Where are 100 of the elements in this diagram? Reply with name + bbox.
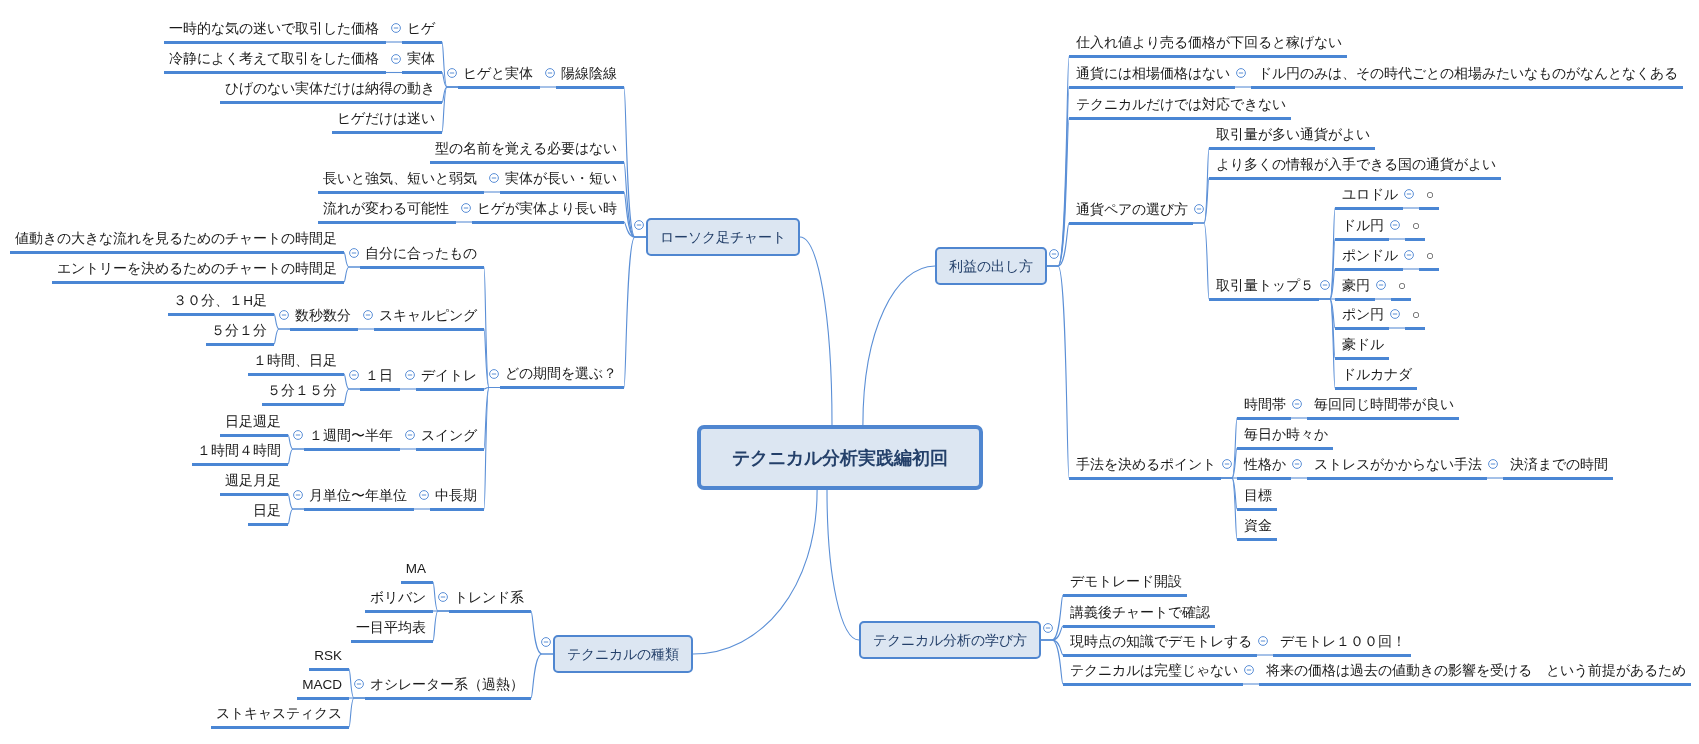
subtopic-label: ストキャスティクス xyxy=(211,703,349,729)
branch-line xyxy=(385,41,403,43)
topic-box: テクニカル分析の学び方 xyxy=(859,621,1041,659)
branch-line xyxy=(1388,327,1406,329)
branch-line xyxy=(1256,654,1274,656)
branch-line xyxy=(273,328,291,345)
topic-box: テクニカルの種類 xyxy=(553,635,693,673)
subtopic-label: ユロドル xyxy=(1335,184,1403,210)
subtopic-label: 流れが変わる可能性 xyxy=(318,198,456,224)
branch-line xyxy=(343,266,361,283)
subtopic-label: １時間、日足 xyxy=(248,350,344,376)
branch-line xyxy=(1290,417,1308,419)
branch-line xyxy=(455,221,473,223)
subtopic-label: 将来の価格は過去の値動きの影響を受ける という前提があるため xyxy=(1259,660,1691,686)
subtopic-label: トレンド系 xyxy=(449,587,531,613)
subtopic-label: ストレスがかからない手法 xyxy=(1307,454,1487,480)
subtopic-label: テクニカルだけでは対応できない xyxy=(1069,94,1291,120)
subtopic-label: ○ xyxy=(1419,184,1440,210)
branch-line xyxy=(399,388,417,390)
subtopic-label: RSK xyxy=(309,645,349,671)
subtopic-label: １日 xyxy=(360,365,400,391)
subtopic-label: 通貨ペアの選び方 xyxy=(1069,199,1193,225)
subtopic-label: 目標 xyxy=(1237,485,1277,511)
subtopic-label: ポン円 xyxy=(1335,304,1389,330)
branch-line xyxy=(1192,222,1210,300)
subtopic-label: 実体 xyxy=(402,49,442,74)
subtopic-label: テクニカルは完璧じゃない xyxy=(1063,660,1243,686)
subtopic-label: デイトレ xyxy=(416,365,484,391)
subtopic-label: 取引量トップ５ xyxy=(1209,275,1319,301)
branch-line xyxy=(692,489,818,655)
branch-line xyxy=(1046,265,1070,479)
subtopic-label: ○ xyxy=(1391,275,1412,301)
subtopic-label: 現時点の知識でデモトレする xyxy=(1063,631,1257,657)
branch-line xyxy=(623,236,647,389)
subtopic-label: 取引量が多い通貨がよい xyxy=(1209,124,1375,150)
subtopic-label: MACD xyxy=(297,674,349,700)
subtopic-label: デモトレード開設 xyxy=(1063,571,1187,597)
branch-line xyxy=(357,328,375,330)
subtopic-label: スキャルピング xyxy=(374,305,484,331)
subtopic-label: 中長期 xyxy=(430,485,484,511)
branch-line xyxy=(799,236,833,426)
subtopic-label: ○ xyxy=(1405,215,1426,241)
subtopic-label: 時間帯 xyxy=(1237,394,1291,420)
subtopic-label: 資金 xyxy=(1237,515,1277,541)
branch-line xyxy=(1318,298,1336,389)
subtopic-label: 型の名前を覚える必要はない xyxy=(430,139,624,164)
subtopic-label: 毎回同じ時間帯が良い xyxy=(1307,394,1459,420)
branch-line xyxy=(348,697,366,728)
subtopic-label: ボリバン xyxy=(365,587,433,613)
branch-line xyxy=(432,610,450,642)
subtopic-label: ヒゲと実体 xyxy=(458,63,540,89)
branch-line xyxy=(385,71,403,74)
branch-line xyxy=(1234,86,1252,88)
branch-line xyxy=(826,489,860,641)
branch-line xyxy=(862,265,936,426)
branch-line xyxy=(1388,238,1406,240)
subtopic-label: ５分１分 xyxy=(206,320,274,346)
branch-line xyxy=(1486,477,1504,479)
subtopic-label: どの期間を選ぶ？ xyxy=(500,364,624,389)
subtopic-label: ドルカナダ xyxy=(1335,364,1417,390)
branch-line xyxy=(1040,639,1064,685)
subtopic-label: ○ xyxy=(1419,245,1440,271)
branch-line xyxy=(483,386,501,510)
subtopic-label: MA xyxy=(400,558,433,584)
subtopic-label: ５分１５分 xyxy=(262,380,344,406)
subtopic-label: 陽線陰線 xyxy=(556,63,624,89)
subtopic-label: ヒゲ xyxy=(402,18,442,44)
subtopic-label: 豪円 xyxy=(1335,275,1375,301)
branch-line xyxy=(1402,268,1420,270)
subtopic-label: 月単位〜年単位 xyxy=(304,485,414,511)
subtopic-label: 講義後チャートで確認 xyxy=(1063,602,1215,628)
subtopic-label: 数秒数分 xyxy=(290,305,358,331)
subtopic-label: ○ xyxy=(1405,304,1426,330)
branch-line xyxy=(483,191,501,193)
subtopic-label: ドル円 xyxy=(1335,215,1389,241)
topic-box: ローソク足チャート xyxy=(646,218,800,256)
subtopic-label: ドル円のみは、その時代ごとの相場みたいなものがなんとなくある xyxy=(1251,63,1683,89)
subtopic-label: ヒゲだけは迷い xyxy=(332,108,442,134)
subtopic-label: 仕入れ値より売る価格が下回ると稼げない xyxy=(1069,33,1347,58)
subtopic-label: より多くの情報が入手できる国の通貨がよい xyxy=(1209,154,1501,180)
branch-line xyxy=(1374,298,1392,300)
topic-box: 利益の出し方 xyxy=(935,247,1047,285)
subtopic-label: ポンドル xyxy=(1335,245,1403,271)
subtopic-label: 週足月足 xyxy=(220,470,288,496)
branch-line xyxy=(441,86,459,133)
branch-line xyxy=(1290,477,1308,479)
subtopic-label: 毎日か時々か xyxy=(1237,424,1333,450)
branch-line xyxy=(343,388,361,405)
branch-line xyxy=(399,448,417,450)
branch-line xyxy=(530,653,554,699)
subtopic-label: 長いと強気、短いと弱気 xyxy=(318,168,484,194)
subtopic-label: 通貨には相場価格はない xyxy=(1069,63,1235,89)
branch-line xyxy=(1402,207,1420,209)
subtopic-label: 日足週足 xyxy=(220,411,288,437)
branch-line xyxy=(287,448,305,465)
subtopic-label: 日足 xyxy=(248,500,288,526)
central-topic-box: テクニカル分析実践編初回 xyxy=(697,425,983,490)
subtopic-label: 性格か xyxy=(1237,454,1291,480)
subtopic-label: 一目平均表 xyxy=(351,617,433,643)
branch-line xyxy=(539,86,557,88)
